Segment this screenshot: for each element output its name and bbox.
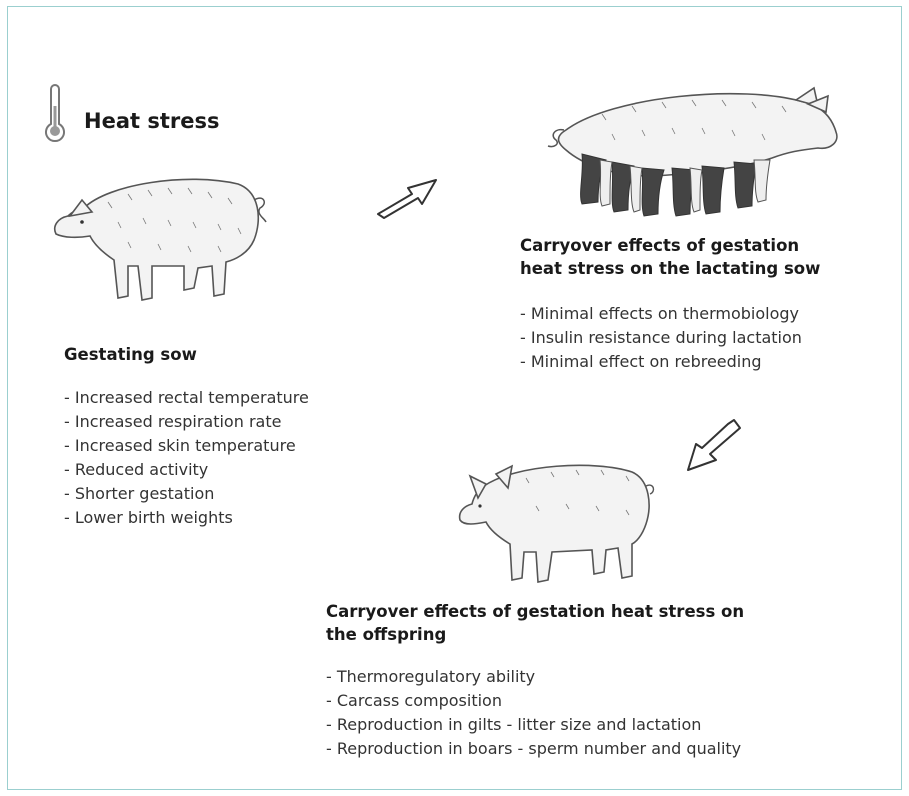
thermometer-icon: [40, 84, 70, 144]
lactating-effects-list: Minimal effects on thermobiology Insulin…: [520, 302, 802, 374]
list-item: Shorter gestation: [64, 482, 309, 506]
list-item: Reproduction in boars - sperm number and…: [326, 737, 741, 761]
lactating-heading: Carryover effects of gestation heat stre…: [520, 234, 820, 280]
offspring-effects-list: Thermoregulatory ability Carcass composi…: [326, 665, 741, 761]
list-item: Increased skin temperature: [64, 434, 309, 458]
list-item: Insulin resistance during lactation: [520, 326, 802, 350]
lactating-heading-line2: heat stress on the lactating sow: [520, 257, 820, 280]
list-item: Increased rectal temperature: [64, 386, 309, 410]
lactating-sow-illustration: [542, 84, 842, 220]
arrow-to-offspring-icon: [682, 414, 742, 476]
list-item: Lower birth weights: [64, 506, 309, 530]
lactating-heading-line1: Carryover effects of gestation: [520, 234, 820, 257]
list-item: Increased respiration rate: [64, 410, 309, 434]
list-item: Thermoregulatory ability: [326, 665, 741, 689]
gestating-heading: Gestating sow: [64, 343, 197, 366]
offspring-heading: Carryover effects of gestation heat stre…: [326, 600, 744, 646]
list-item: Carcass composition: [326, 689, 741, 713]
gestating-sow-illustration: [48, 162, 270, 307]
heat-stress-title: Heat stress: [84, 109, 219, 133]
list-item: Reduced activity: [64, 458, 309, 482]
offspring-heading-line1: Carryover effects of gestation heat stre…: [326, 600, 744, 623]
list-item: Minimal effect on rebreeding: [520, 350, 802, 374]
arrow-to-lactating-icon: [372, 176, 442, 222]
offspring-pig-illustration: [456, 456, 656, 586]
gestating-effects-list: Increased rectal temperature Increased r…: [64, 386, 309, 530]
list-item: Reproduction in gilts - litter size and …: [326, 713, 741, 737]
list-item: Minimal effects on thermobiology: [520, 302, 802, 326]
offspring-heading-line2: the offspring: [326, 623, 744, 646]
